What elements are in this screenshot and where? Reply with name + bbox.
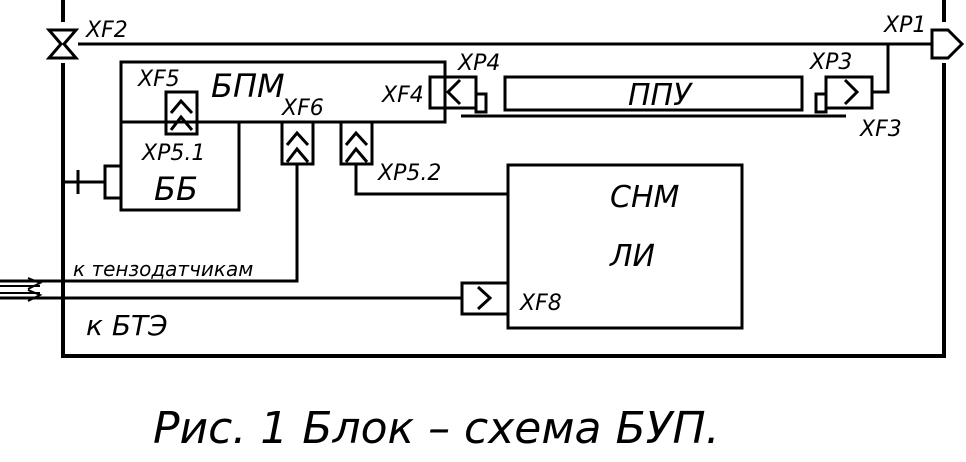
xf5-connector-icon bbox=[164, 90, 199, 136]
figure-caption: Рис. 1 Блок – схема БУП. bbox=[153, 403, 720, 454]
ppu-block bbox=[503, 75, 804, 112]
label-to-bte: к БТЭ bbox=[86, 309, 168, 342]
xf8-connector-icon bbox=[460, 281, 510, 316]
label-li: ЛИ bbox=[609, 239, 655, 274]
label-to-sensors: к тензодатчикам bbox=[73, 257, 253, 281]
label-ppu: ППУ bbox=[628, 78, 693, 113]
label-xf2: XF2 bbox=[85, 18, 128, 43]
label-xp1: XP1 bbox=[883, 13, 926, 38]
label-xf3: XF3 bbox=[859, 117, 902, 142]
label-xf5: XF5 bbox=[137, 67, 180, 92]
snm-li-block bbox=[506, 163, 744, 330]
label-xp51: XP5.1 bbox=[141, 141, 205, 166]
label-xf8: XF8 bbox=[519, 291, 562, 316]
xp1-connector-icon bbox=[930, 28, 965, 60]
sensor-line bbox=[0, 164, 299, 290]
xp3-connector-icon bbox=[814, 44, 890, 114]
label-bpm: БПМ bbox=[211, 67, 285, 105]
label-xp52: XP5.2 bbox=[377, 161, 441, 186]
label-xp3: XP3 bbox=[809, 50, 852, 75]
xp52-connector-icon bbox=[339, 120, 374, 166]
xf2-connector-icon bbox=[45, 28, 80, 60]
xf6-connector-icon bbox=[280, 120, 315, 166]
label-snm: СНМ bbox=[610, 180, 680, 215]
unit-frame bbox=[61, 0, 946, 358]
xf4-connector-icon bbox=[428, 75, 488, 114]
bte-line bbox=[0, 281, 510, 316]
label-xf6: XF6 bbox=[281, 96, 324, 121]
label-bb: ББ bbox=[154, 170, 198, 208]
xp52-snm-line bbox=[354, 164, 508, 196]
label-xf4: XF4 bbox=[381, 83, 424, 108]
top-bus bbox=[45, 28, 965, 60]
power-terminal-icon bbox=[65, 164, 123, 200]
label-xp4: XP4 bbox=[457, 51, 500, 76]
